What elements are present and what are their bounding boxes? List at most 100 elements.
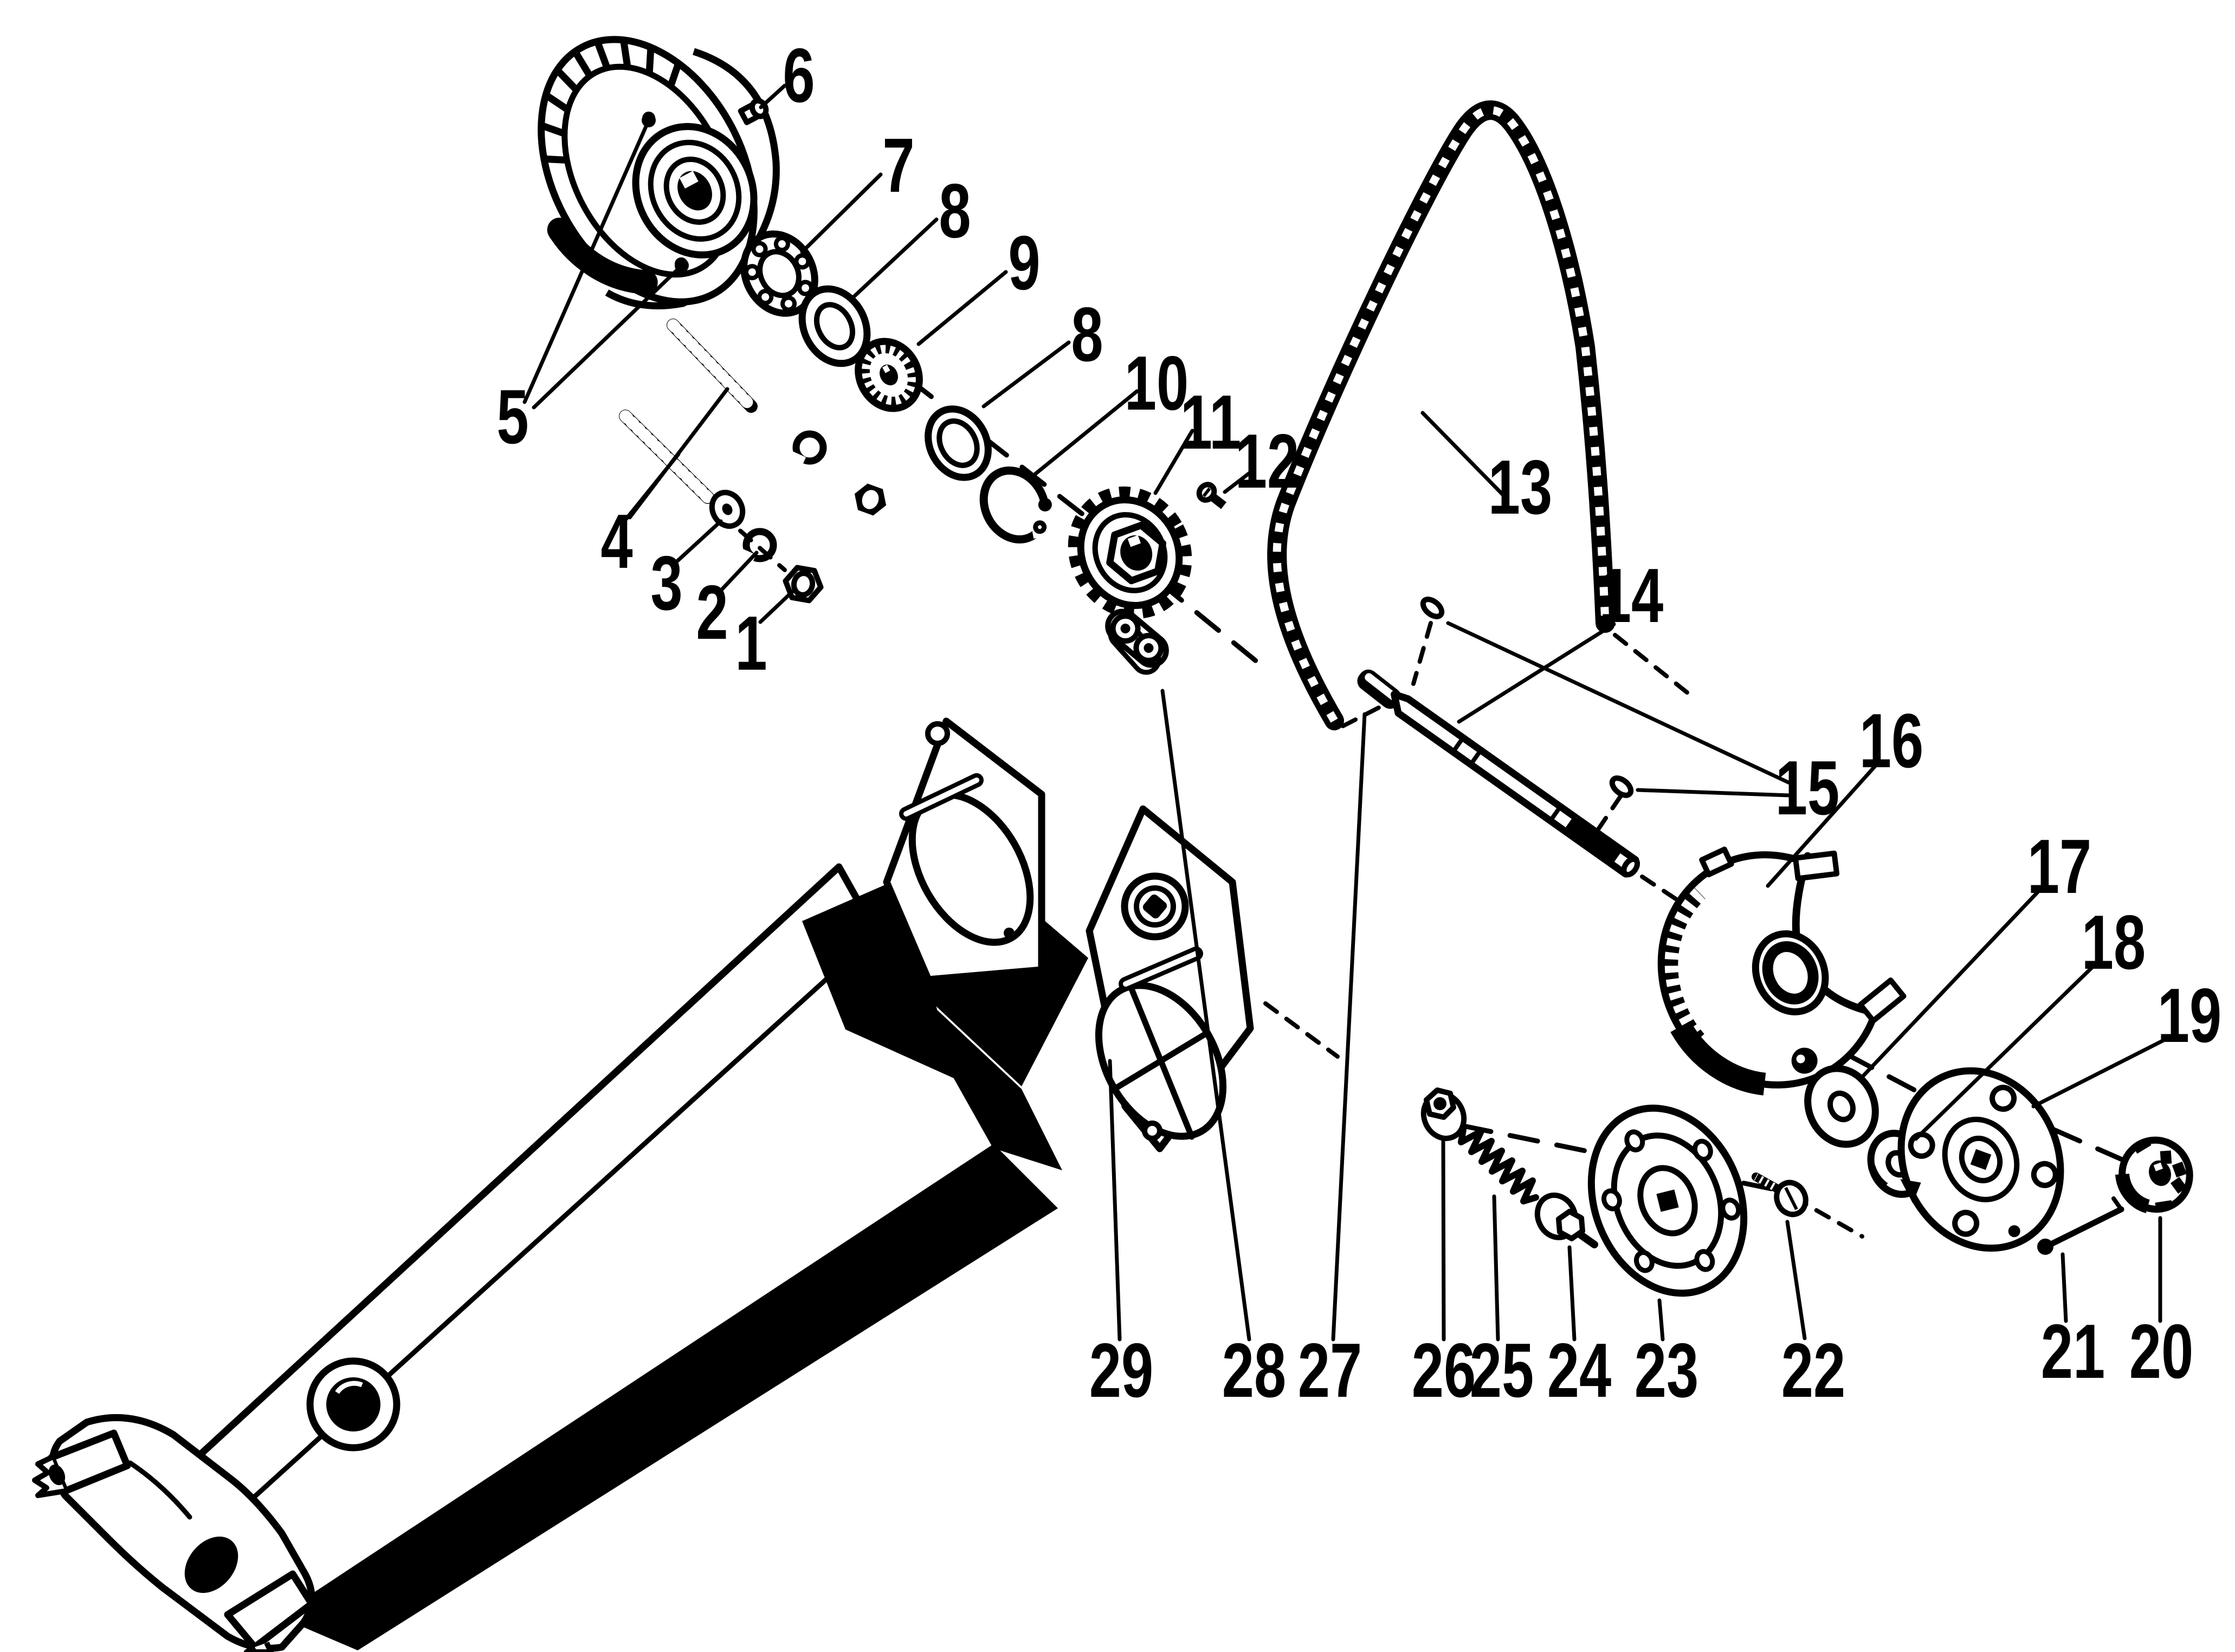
callout-leader-23: [1657, 1298, 1665, 1342]
axle-nut: [783, 565, 824, 604]
lock-nut: [854, 483, 887, 516]
callout-leader-4: [628, 387, 729, 520]
callout-16: 16: [1859, 697, 1923, 784]
callout-13: 13: [1488, 444, 1552, 530]
sprocket: [1068, 486, 1192, 619]
brake-disc: [1587, 1104, 1748, 1297]
callout-8: 8: [939, 167, 971, 254]
callout-leader-16: [1766, 759, 1882, 888]
seal-ring-2: [925, 405, 992, 481]
hub-flange: [1897, 1067, 2064, 1252]
callout-leader-24: [1567, 1245, 1577, 1342]
callout-leader-8: [981, 340, 1071, 409]
callout-leader-9: [916, 270, 1008, 346]
callout-leader-15: [1636, 788, 1792, 798]
disc-screw: [1752, 1172, 1808, 1217]
callout-18: 18: [2082, 899, 2146, 986]
chain-master-link: [1105, 608, 1169, 675]
brake-hub: [1657, 846, 1913, 1096]
swingarm-dropout-far: [1086, 805, 1254, 1152]
callout-10: 10: [1125, 340, 1188, 426]
key-pin-a: [1420, 597, 1445, 619]
sprocket-screw: [1196, 482, 1226, 509]
callout-29: 29: [1089, 1327, 1153, 1414]
callout-leader-13: [1420, 411, 1504, 496]
cotter-pin: [2037, 1196, 2124, 1255]
drive-pulley: [538, 36, 780, 309]
circlip: [979, 466, 1066, 544]
callout-11: 11: [1180, 379, 1242, 465]
callout-28: 28: [1222, 1327, 1286, 1414]
pulley-hub-boss: [632, 123, 758, 258]
callout-1: 1: [735, 600, 767, 686]
callout-leader-3: [674, 519, 723, 565]
callout-20: 20: [2129, 1308, 2193, 1395]
swingarm-ring-hole: [306, 1357, 401, 1452]
callout-leader-15: [1446, 621, 1792, 785]
callout-26: 26: [1412, 1327, 1476, 1414]
callout-4: 4: [600, 498, 632, 585]
callout-8: 8: [1071, 291, 1103, 378]
hub-bolt: [738, 98, 769, 125]
callout-leader-17: [1858, 885, 2044, 1081]
callout-7: 7: [882, 122, 914, 209]
callout-leader-1: [758, 589, 794, 624]
callout-leader-19: [2031, 1034, 2174, 1109]
seal-ring: [798, 285, 871, 367]
callout-2: 2: [696, 569, 728, 656]
disc-spring: [1458, 1126, 1539, 1204]
callout-leader-11: [1153, 429, 1194, 495]
flat-washer: [709, 490, 746, 529]
callout-17: 17: [2027, 823, 2091, 910]
callout-leader-27: [1331, 712, 1367, 1342]
callout-leader-2: [719, 550, 759, 593]
callout-24: 24: [1547, 1327, 1612, 1414]
callout-leader-28: [1160, 689, 1251, 1342]
callout-leader-6: [759, 83, 787, 109]
callout-dot-5: [675, 258, 689, 273]
callout-3: 3: [650, 540, 682, 626]
callout-9: 9: [1008, 219, 1040, 306]
callout-5: 5: [496, 373, 528, 460]
callout-leader-8: [851, 217, 939, 299]
pulley-rim-ribs: [540, 39, 682, 164]
callout-12: 12: [1235, 418, 1299, 504]
callout-leader-5: [522, 118, 651, 404]
e-clip-2: [782, 430, 827, 472]
woodruff-key: [1357, 669, 1401, 709]
callout-23: 23: [1635, 1327, 1698, 1414]
callout-21: 21: [2041, 1308, 2105, 1395]
callout-dot-5: [642, 113, 656, 127]
callout-27: 27: [1298, 1327, 1362, 1414]
drive-chain: [1267, 100, 1615, 730]
callout-25: 25: [1470, 1327, 1534, 1414]
swingarm-pivot: [32, 1414, 315, 1652]
key-pin-b: [1609, 775, 1634, 798]
callout-leader-25: [1492, 1194, 1500, 1342]
ball-bearing: [740, 230, 818, 317]
swingarm-dropout-near: [883, 717, 1045, 983]
callout-leader-22: [1785, 1220, 1807, 1340]
callout-leader-21: [2060, 1252, 2068, 1323]
callout-leader-12: [1223, 468, 1255, 494]
callout-leader-18: [1914, 961, 2098, 1141]
disc-nut: [1420, 1087, 1467, 1141]
swingarm: [32, 717, 1254, 1652]
callout-leader-29: [1108, 1059, 1122, 1342]
callout-leader-14: [1457, 622, 1616, 724]
castle-nut: [2115, 1136, 2193, 1214]
callout-6: 6: [783, 32, 815, 119]
callout-22: 22: [1781, 1327, 1845, 1414]
disc-bolt: [1534, 1193, 1598, 1248]
callout-leader-26: [1441, 1136, 1446, 1342]
e-clip: [732, 528, 777, 570]
lock-washer: [855, 338, 923, 412]
callout-14: 14: [1599, 552, 1664, 639]
washer-large: [1804, 1065, 1879, 1148]
hub-studs: [619, 319, 758, 504]
callout-leader-7: [800, 172, 883, 254]
callout-leader-10: [1033, 389, 1139, 476]
axle-shaft: [1391, 690, 1640, 878]
